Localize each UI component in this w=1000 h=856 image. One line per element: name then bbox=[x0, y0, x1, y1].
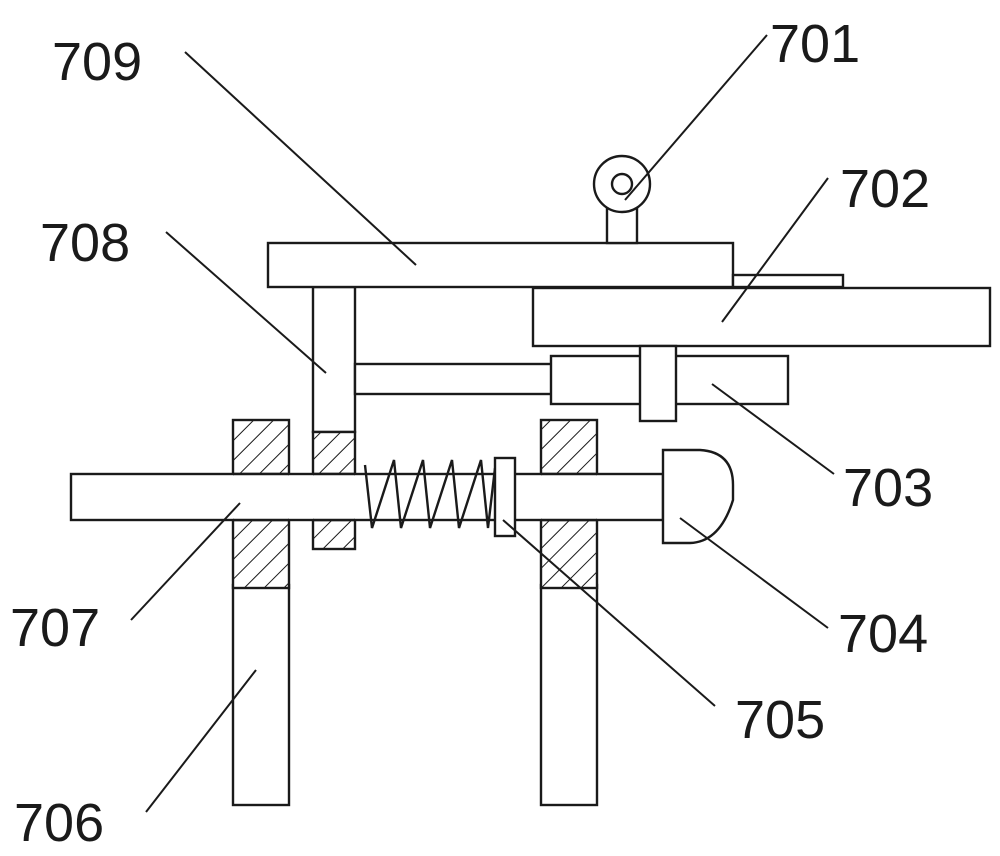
left-bearing-shaft-pass bbox=[234, 475, 288, 519]
top-plate bbox=[266, 241, 735, 289]
label-701: 701 bbox=[770, 14, 860, 74]
leader-701 bbox=[624, 34, 768, 201]
leader-703 bbox=[711, 383, 835, 475]
label-706: 706 bbox=[14, 793, 104, 853]
end-cam bbox=[661, 448, 735, 545]
vertical-post bbox=[311, 285, 357, 434]
leader-708 bbox=[165, 231, 327, 374]
leader-709 bbox=[184, 51, 417, 266]
left-leg bbox=[231, 583, 291, 807]
leader-704 bbox=[679, 517, 829, 629]
label-703: 703 bbox=[843, 458, 933, 518]
label-708: 708 bbox=[40, 213, 130, 273]
side-plate bbox=[531, 286, 992, 348]
right-leg bbox=[539, 583, 599, 807]
label-709: 709 bbox=[52, 32, 142, 92]
spring bbox=[363, 459, 497, 529]
leader-706 bbox=[145, 669, 257, 813]
label-704: 704 bbox=[838, 604, 928, 664]
label-705: 705 bbox=[735, 690, 825, 750]
hook-ring-inner bbox=[610, 172, 634, 196]
sleeve-clamp bbox=[638, 344, 678, 423]
leader-702 bbox=[721, 177, 829, 323]
right-bearing-shaft-pass bbox=[542, 475, 596, 519]
shaft-collar bbox=[493, 456, 517, 538]
leader-707 bbox=[130, 502, 241, 621]
leader-705 bbox=[502, 519, 716, 707]
post-shaft-pass bbox=[314, 475, 354, 519]
label-707: 707 bbox=[10, 598, 100, 658]
label-702: 702 bbox=[840, 159, 930, 219]
connecting-rod bbox=[353, 362, 554, 396]
